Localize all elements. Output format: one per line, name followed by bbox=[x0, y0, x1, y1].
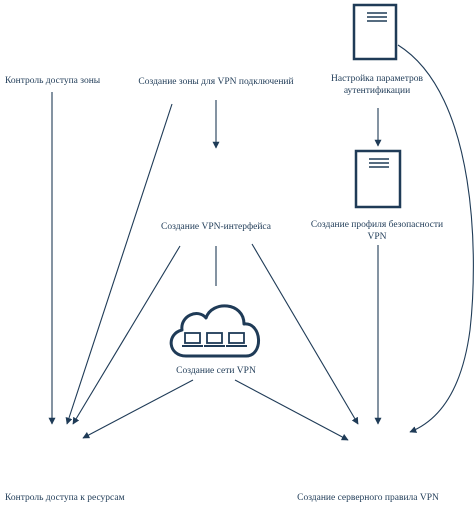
document-icon bbox=[352, 3, 398, 61]
node-label-vpn-server-rule: Создание серверного правила VPN bbox=[297, 493, 439, 503]
connector-arrow bbox=[251, 243, 359, 425]
node-label-create-vpn-zone: Создание зоны для VPN подключений bbox=[138, 77, 294, 87]
connector-arrow bbox=[82, 379, 194, 439]
node-label-create-vpn-network: Создание сети VPN bbox=[176, 366, 256, 376]
document-icon bbox=[354, 149, 402, 209]
connector-arrow bbox=[397, 44, 474, 433]
node-label-create-vpn-interface: Создание VPN-интерфейса bbox=[161, 222, 271, 232]
node-label-vpn-security-profile: Создание профиля безопасности VPN bbox=[310, 220, 444, 242]
connector-arrow bbox=[234, 379, 349, 441]
node-label-auth-settings: Настройка параметров аутентификации bbox=[331, 74, 423, 96]
connector-arrow bbox=[65, 103, 173, 425]
node-label-resource-access-control: Контроль доступа к ресурсам bbox=[5, 493, 125, 503]
cloud-network-icon bbox=[169, 304, 260, 358]
node-label-zone-access-control: Контроль доступа зоны bbox=[5, 76, 101, 86]
connector-arrow bbox=[72, 245, 181, 425]
